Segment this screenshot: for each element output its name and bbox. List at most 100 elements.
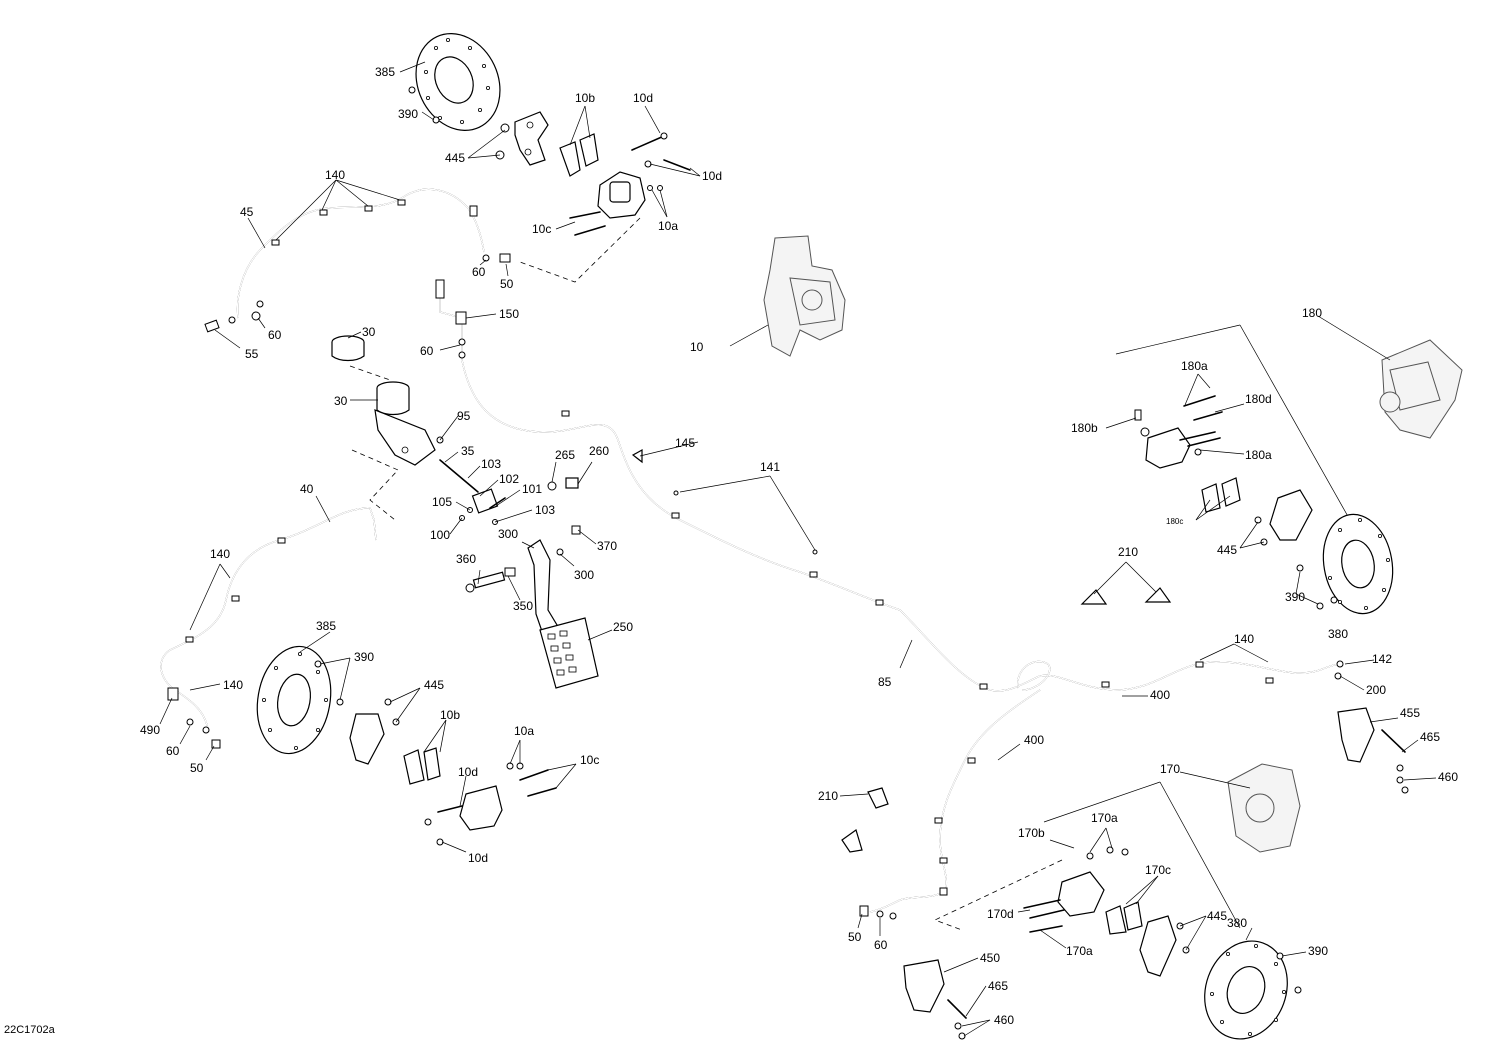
callout-350: 350 <box>513 599 533 613</box>
callout-10a: 10a <box>514 724 534 738</box>
rear-left-brake-disc <box>256 645 332 755</box>
callout-50: 50 <box>190 761 204 775</box>
callout-50: 50 <box>500 277 514 291</box>
callout-45: 45 <box>240 205 254 219</box>
callout-102: 102 <box>499 472 519 486</box>
master-cylinder <box>374 381 444 466</box>
callout-210: 210 <box>1118 545 1138 559</box>
callout-10d: 10d <box>468 851 488 865</box>
callout-300: 300 <box>574 568 594 582</box>
callout-10b: 10b <box>575 91 595 105</box>
callout-170b: 170b <box>1018 826 1045 840</box>
caliper-assembly-reference <box>763 235 846 357</box>
callout-380: 380 <box>1328 627 1348 641</box>
callout-390: 390 <box>398 107 418 121</box>
rear-left-brake-disc-bottom <box>1204 940 1288 1040</box>
callout-60: 60 <box>268 328 282 342</box>
callout-10c: 10c <box>580 753 599 767</box>
rear-right-brake-disc <box>1322 513 1394 615</box>
callout-445: 445 <box>424 678 444 692</box>
callout-10d: 10d <box>633 91 653 105</box>
callout-210: 210 <box>818 789 838 803</box>
callout-445: 445 <box>445 151 465 165</box>
callout-101: 101 <box>522 482 542 496</box>
callout-450: 450 <box>980 951 1000 965</box>
diagram-reference-code: 22C1702a <box>4 1024 56 1036</box>
rear-right-caliper-support <box>1337 707 1409 794</box>
rear-right-brake-line <box>869 689 1041 913</box>
callout-10a: 10a <box>658 219 678 233</box>
rear-right-caliper <box>1134 395 1223 469</box>
callout-250: 250 <box>613 620 633 634</box>
callout-180a: 180a <box>1245 448 1272 462</box>
callout-10d: 10d <box>702 169 722 183</box>
front-left-caliper <box>569 132 691 236</box>
reservoir-cap <box>331 335 365 362</box>
callout-465: 465 <box>988 979 1008 993</box>
callout-labels: 385 390 445 10b 10d 10d 10c 10a 140 45 6… <box>4 65 1458 1036</box>
callout-141: 141 <box>760 460 780 474</box>
callout-140: 140 <box>210 547 230 561</box>
leader-lines <box>159 61 1437 1037</box>
callout-385: 385 <box>375 65 395 79</box>
callout-85: 85 <box>878 675 892 689</box>
callout-265: 265 <box>555 448 575 462</box>
callout-390: 390 <box>354 650 374 664</box>
callout-460: 460 <box>994 1013 1014 1027</box>
callout-105: 105 <box>432 495 452 509</box>
callout-103: 103 <box>481 457 501 471</box>
callout-170a: 170a <box>1066 944 1093 958</box>
caliper-bracket-top <box>495 111 549 166</box>
callout-150: 150 <box>499 307 519 321</box>
callout-180b: 180b <box>1071 421 1098 435</box>
rear-caliper-reference <box>1227 763 1301 853</box>
callout-400: 400 <box>1150 688 1170 702</box>
callout-55: 55 <box>245 347 259 361</box>
callout-170d: 170d <box>987 907 1014 921</box>
callout-465: 465 <box>1420 730 1440 744</box>
callout-10: 10 <box>690 340 704 354</box>
callout-460: 460 <box>1438 770 1458 784</box>
brake-lines <box>160 188 1341 913</box>
callout-370: 370 <box>597 539 617 553</box>
front-left-brake-hose <box>236 188 485 319</box>
callout-180d: 180d <box>1245 392 1272 406</box>
callout-455: 455 <box>1400 706 1420 720</box>
brake-pedal <box>527 525 599 689</box>
callout-145: 145 <box>675 436 695 450</box>
callout-10d: 10d <box>458 765 478 779</box>
callout-200: 200 <box>1366 683 1386 697</box>
callout-140: 140 <box>1234 632 1254 646</box>
callout-10b: 10b <box>440 708 460 722</box>
brake-pads-top <box>559 133 599 177</box>
callout-142: 142 <box>1372 652 1392 666</box>
callout-60: 60 <box>874 938 888 952</box>
callout-103: 103 <box>535 503 555 517</box>
callout-60: 60 <box>420 344 434 358</box>
callout-180a: 180a <box>1181 359 1208 373</box>
clip-mark <box>271 239 280 246</box>
callout-40: 40 <box>300 482 314 496</box>
rear-left-caliper <box>424 762 557 846</box>
callout-445: 445 <box>1217 543 1237 557</box>
callout-140: 140 <box>223 678 243 692</box>
front-left-brake-disc <box>415 33 501 131</box>
callout-30: 30 <box>362 325 376 339</box>
callout-10c: 10c <box>532 222 551 236</box>
rear-left-caliper-small <box>1023 846 1129 933</box>
callout-140: 140 <box>325 168 345 182</box>
callout-180c: 180c <box>1166 517 1183 526</box>
callout-300: 300 <box>498 527 518 541</box>
callout-260: 260 <box>589 444 609 458</box>
callout-100: 100 <box>430 528 450 542</box>
callout-390: 390 <box>1308 944 1328 958</box>
rear-left-caliper-support <box>903 959 967 1040</box>
callout-95: 95 <box>457 409 471 423</box>
callout-30: 30 <box>334 394 348 408</box>
callout-445: 445 <box>1207 909 1227 923</box>
callout-380: 380 <box>1227 916 1247 930</box>
callout-400: 400 <box>1024 733 1044 747</box>
callout-60: 60 <box>472 265 486 279</box>
hose-clips <box>185 199 1274 896</box>
rear-right-caliper-reference <box>1379 339 1463 439</box>
